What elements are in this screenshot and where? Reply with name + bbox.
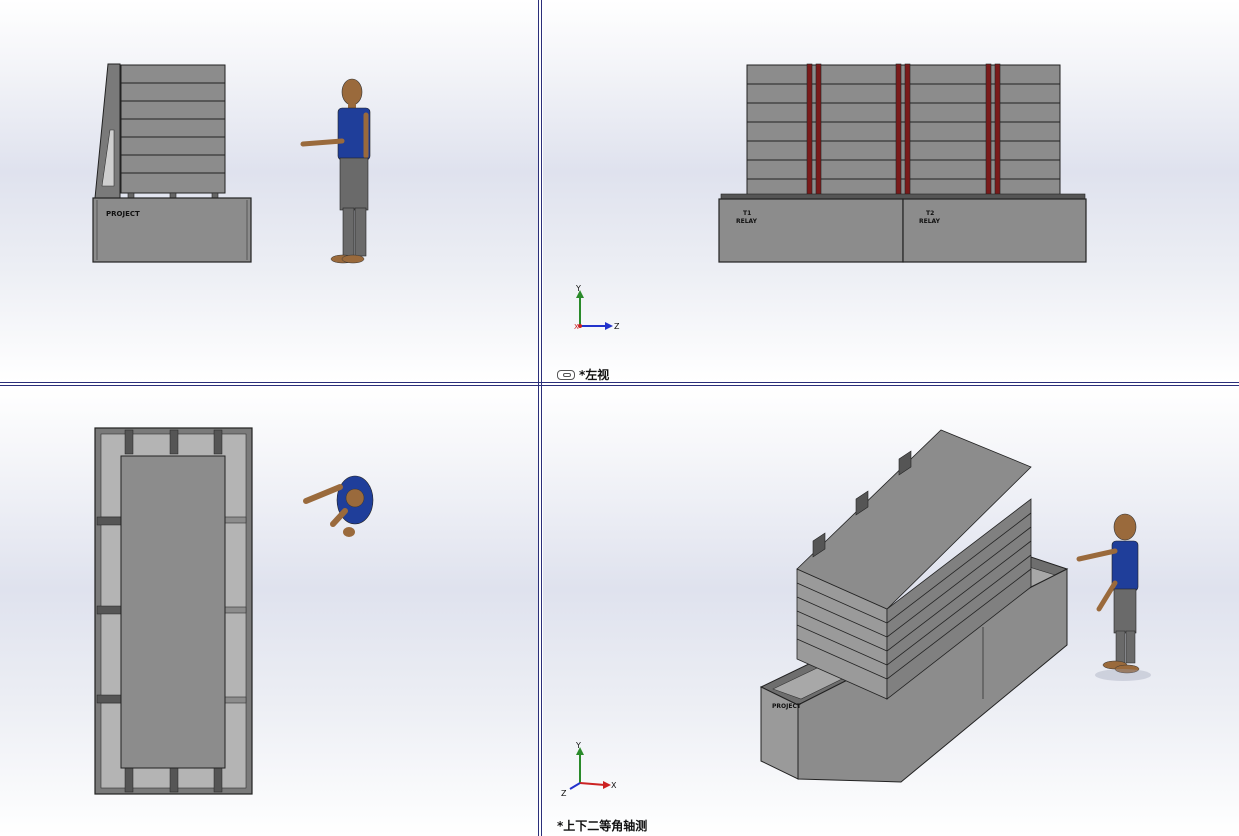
top-view-drawing [94,427,374,795]
frame-bolts [96,429,223,793]
human-figure [303,475,374,537]
base-text: PROJECT [106,210,140,218]
base-left-line2: RELAY [736,218,758,225]
triad-y-label: Y [575,284,581,293]
viewport-divider-vertical[interactable] [541,0,542,836]
triad-x-label: X [574,323,579,331]
support-cutout [101,129,115,187]
viewport-divider-horizontal[interactable] [0,385,1239,386]
red-straps [806,63,1001,198]
support-tabs [812,450,912,558]
viewport-front[interactable]: PROJECT [0,0,538,382]
viewport-isometric[interactable]: PROJECT [543,387,1239,836]
view-name: *左视 [579,368,610,382]
view-label-iso: *上下二等角轴测 [557,817,647,834]
stacked-panels [746,64,1061,197]
triad-z-label: Z [614,322,620,331]
stacked-panels [796,429,1032,700]
view-name: *上下二等角轴测 [557,819,648,833]
support-strip [720,193,1086,200]
human-figure [1076,513,1151,681]
axis-triad: Y X Z [561,741,617,798]
base-right-line2: RELAY [919,218,941,225]
triad-z-label: Z [561,789,567,798]
axis-triad: Y Z X [574,284,620,331]
base-box [92,197,252,263]
stacked-panels [120,64,226,194]
link-view-icon[interactable] [557,369,575,380]
left-view-drawing: T1 RELAY T2 RELAY Y Z X [574,63,1087,331]
base-text: PROJECT [772,703,802,710]
front-view-drawing: PROJECT [92,63,371,264]
triad-x-label: X [611,781,617,790]
isometric-view-drawing: PROJECT [561,429,1151,798]
base-box-right [902,198,1087,263]
triad-y-label: Y [575,741,581,750]
viewport-divider-vertical[interactable] [538,0,539,836]
viewport-top[interactable] [0,387,538,836]
view-label-left: *左视 [557,366,609,382]
base-left-line1: T1 [743,210,751,217]
panel-feet [127,192,219,199]
base-right-line1: T2 [926,210,934,217]
base-box-left [718,198,904,263]
viewport-left[interactable]: T1 RELAY T2 RELAY Y Z X *左视 [543,0,1239,382]
panel-top-face [120,455,226,769]
viewport-divider-horizontal[interactable] [0,382,1239,383]
human-figure [300,78,371,264]
